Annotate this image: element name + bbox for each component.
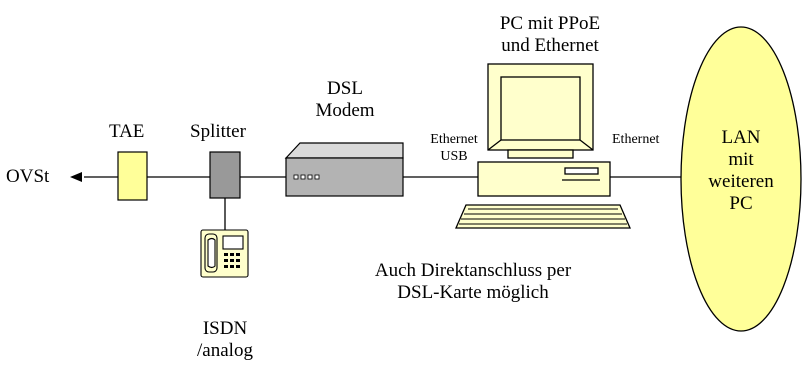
lan-line3: weiteren: [708, 171, 774, 192]
arrow-head-ovst: [70, 172, 82, 182]
pc-label-line1: PC mit PPoE: [499, 13, 601, 34]
note-label: Auch Direktanschluss per DSL-Karte mögli…: [333, 260, 613, 304]
lan-label: LAN mit weiteren PC: [696, 127, 786, 215]
telephone-icon: [200, 229, 249, 278]
lan-line4: PC: [729, 193, 753, 214]
note-line2: DSL-Karte möglich: [397, 282, 549, 303]
link-modem-pc-line1: Ethernet: [430, 132, 478, 147]
lan-line1: LAN: [721, 127, 761, 148]
phone-label-line2: /analog: [197, 340, 253, 361]
phone-label-line1: ISDN: [202, 318, 248, 339]
tae-box: [117, 151, 148, 201]
link-pc-lan-label: Ethernet: [612, 132, 660, 147]
modem-label-line2: Modem: [315, 100, 375, 121]
pc-label-line2: und Ethernet: [501, 35, 599, 56]
tae-label: TAE: [109, 121, 145, 142]
note-line1: Auch Direktanschluss per: [374, 260, 572, 281]
lan-ellipse: [680, 26, 802, 332]
link-modem-pc-line2: USB: [440, 149, 468, 164]
link-modem-pc-label: Ethernet USB: [414, 131, 494, 165]
modem-label: DSL Modem: [300, 78, 390, 122]
phone-label: ISDN /analog: [185, 318, 265, 362]
splitter-label: Splitter: [190, 121, 246, 142]
dsl-modem-shape: [284, 142, 404, 197]
modem-label-line1: DSL: [327, 78, 363, 99]
connection-lines: [84, 176, 681, 230]
splitter-box: [209, 151, 241, 199]
lan-line2: mit: [728, 149, 754, 170]
pc-icon: [455, 63, 631, 229]
pc-label: PC mit PPoE und Ethernet: [480, 13, 620, 57]
ovst-label: OVSt: [6, 166, 50, 187]
